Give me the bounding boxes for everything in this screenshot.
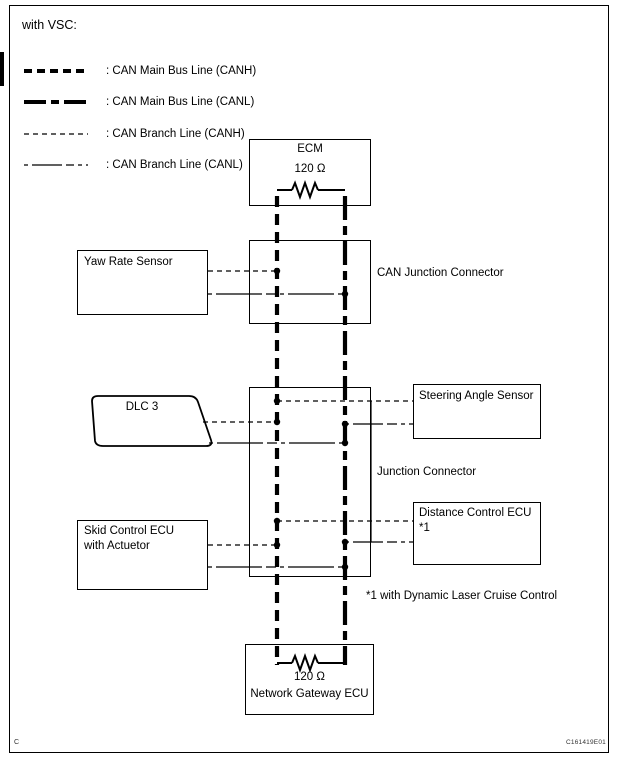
legend-label-can-main-canh: : CAN Main Bus Line (CANH): [106, 65, 257, 77]
corner-code-left: C: [14, 739, 20, 746]
ecm-box: [249, 139, 371, 206]
skid-control-ecu-box: [77, 520, 208, 590]
can-junction-connector-box: [249, 240, 371, 324]
steering-angle-sensor-box: [413, 384, 541, 439]
steering-angle-sensor-label: Steering Angle Sensor: [419, 390, 534, 402]
network-gateway-ecu-resistance-label: 120 Ω: [294, 671, 325, 683]
legend-item-can-main-canl: : CAN Main Bus Line (CANL): [22, 94, 302, 110]
skid-control-ecu-label-line2: with Actuetor: [84, 540, 150, 552]
can-junction-connector-label: CAN Junction Connector: [377, 267, 504, 279]
junction-connector-label: Junction Connector: [377, 466, 477, 478]
distance-control-ecu-label: Distance Control ECU: [419, 507, 532, 519]
corner-code-right: C161419E01: [566, 739, 606, 746]
distance-control-ecu-footnote-ref: *1: [419, 522, 430, 534]
page-title: with VSC:: [22, 18, 77, 32]
footnote-dynamic-laser-cruise: *1 with Dynamic Laser Cruise Control: [366, 590, 558, 602]
legend-item-can-branch-canl: : CAN Branch Line (CANL): [22, 157, 302, 173]
legend-swatch-can-branch-canl: [24, 164, 88, 166]
network-gateway-ecu-title: Network Gateway ECU: [250, 688, 369, 700]
legend-item-can-branch-canh: : CAN Branch Line (CANH): [22, 126, 302, 142]
distance-control-ecu-box: [413, 502, 541, 565]
ecm-title: ECM: [297, 143, 323, 155]
yaw-rate-sensor-label: Yaw Rate Sensor: [84, 256, 173, 268]
legend-label-can-branch-canh: : CAN Branch Line (CANH): [106, 128, 245, 140]
skid-control-ecu-label-line1: Skid Control ECU: [84, 525, 175, 537]
junction-connector-box: [249, 387, 371, 577]
page-frame: [9, 5, 609, 753]
legend-swatch-can-main-canl: [24, 100, 88, 104]
legend-swatch-can-branch-canh: [24, 133, 88, 135]
dlc3-label: DLC 3: [125, 401, 159, 413]
legend-item-can-main-canh: : CAN Main Bus Line (CANH): [22, 63, 302, 79]
legend-swatch-can-main-canh: [24, 69, 88, 73]
yaw-rate-sensor-box: [77, 250, 208, 315]
network-gateway-ecu-box: [245, 644, 374, 715]
legend-label-can-branch-canl: : CAN Branch Line (CANL): [106, 159, 243, 171]
ecm-resistance-label: 120 Ω: [294, 163, 326, 175]
legend-label-can-main-canl: : CAN Main Bus Line (CANL): [106, 96, 255, 108]
page-edge-tab: [0, 52, 4, 86]
